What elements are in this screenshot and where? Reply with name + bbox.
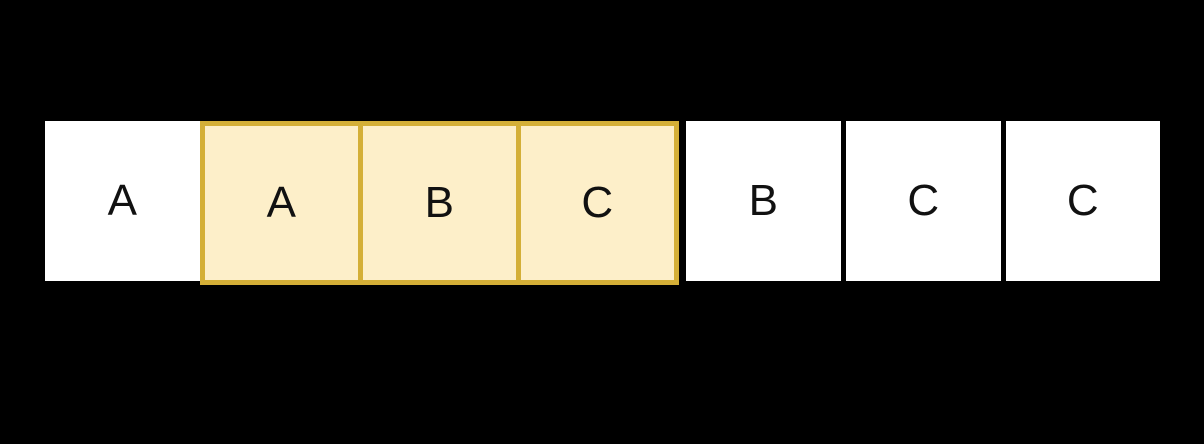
cell-7[interactable]: C [1006, 121, 1160, 281]
cell-4-label: C [581, 178, 614, 227]
cell-3[interactable]: B [358, 126, 516, 280]
cell-2[interactable]: A [205, 126, 358, 280]
cell-2-label: A [266, 178, 297, 227]
cell-7-label: C [1066, 176, 1100, 225]
cell-4[interactable]: C [516, 126, 674, 280]
cell-1-label: A [107, 176, 138, 225]
cell-6-label: C [907, 176, 940, 225]
highlight-group[interactable]: A B C [200, 121, 679, 285]
cell-5[interactable]: B [686, 121, 841, 281]
cell-6[interactable]: C [846, 121, 1001, 281]
cell-3-label: B [424, 178, 455, 227]
cell-1[interactable]: A [45, 121, 200, 281]
cell-5-label: B [748, 176, 779, 225]
